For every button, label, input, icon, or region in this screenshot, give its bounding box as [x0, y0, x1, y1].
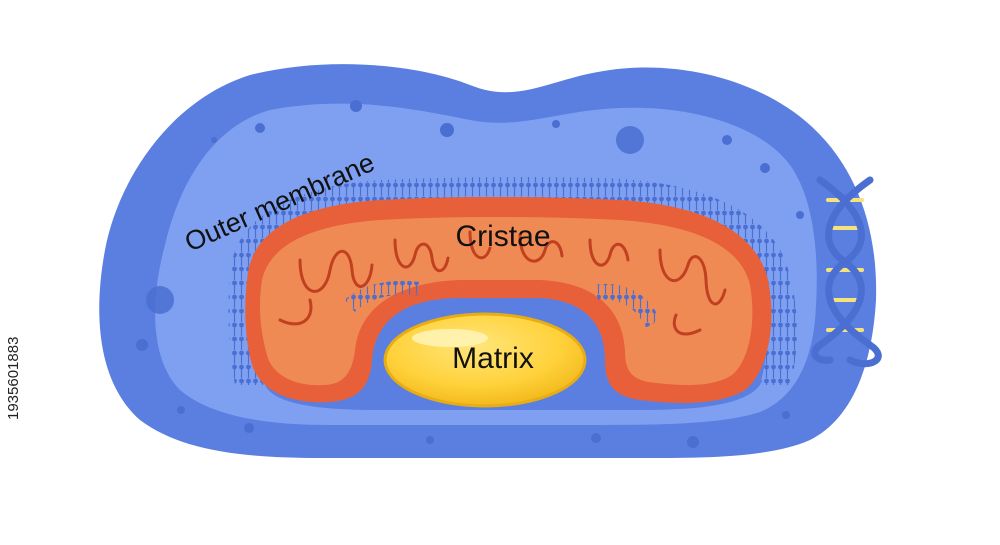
cristae-folds	[278, 230, 727, 336]
stock-id-strip: 1935601883	[5, 337, 22, 420]
cell-dots	[136, 100, 850, 448]
dna-helix-icon	[811, 176, 882, 368]
label-matrix: Matrix	[452, 342, 534, 375]
cristae-combs	[345, 280, 660, 328]
label-cristae: Cristae	[455, 220, 550, 253]
matrix-highlight	[412, 329, 488, 347]
stock-id-text: 1935601883	[5, 337, 22, 420]
